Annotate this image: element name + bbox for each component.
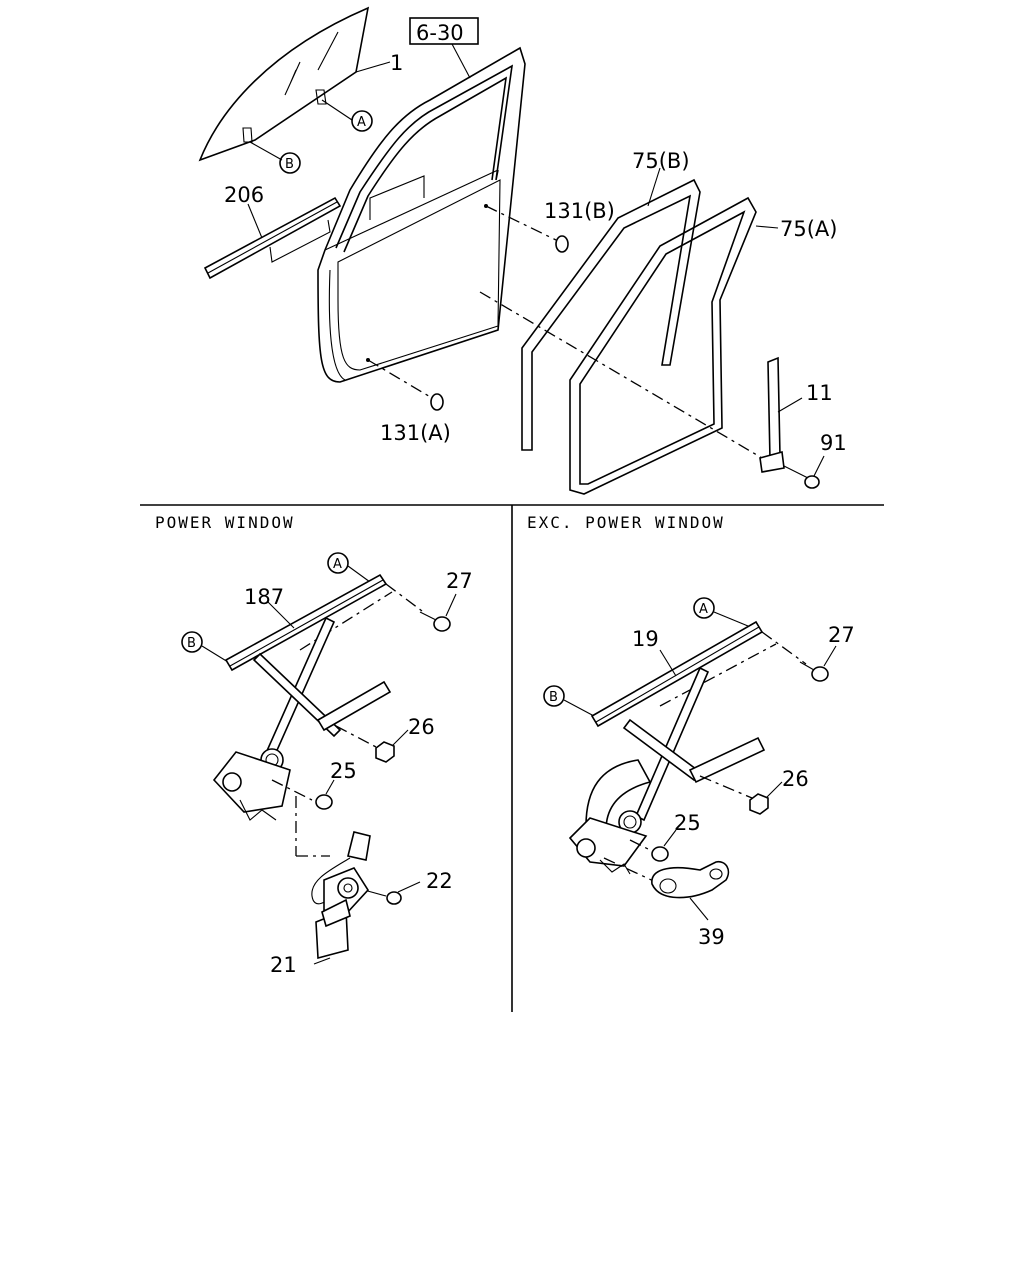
alignment-line (479, 291, 763, 459)
callout-b-top: B (279, 152, 301, 174)
svg-text:6-30: 6-30 (416, 21, 464, 45)
plug-131a (366, 358, 444, 411)
label-manual-bolt-25: 25 (674, 811, 701, 835)
callout-a-manual: A (693, 597, 749, 627)
door-panel (317, 46, 526, 383)
power-motor-21 (313, 867, 370, 965)
manual-nut-26 (699, 775, 783, 815)
label-weatherstrip-75a: 75(A) (780, 217, 837, 241)
label-power-nut-26: 26 (408, 715, 435, 739)
door-glass (198, 6, 391, 162)
label-glass: 1 (390, 51, 403, 75)
weatherstrip-75a (569, 196, 779, 495)
sash-channel (759, 356, 803, 473)
label-manual-regulator: 19 (632, 627, 659, 651)
label-plug-131a: 131(A) (380, 421, 451, 445)
door-assembly: 1 A B 6-30 (198, 6, 847, 495)
run-channel (203, 196, 342, 280)
label-sash: 11 (806, 381, 833, 405)
plug-131b (484, 204, 569, 253)
callout-a-power: A (327, 552, 371, 583)
svg-text:B: B (549, 690, 558, 705)
label-manual-bolt-27: 27 (828, 623, 855, 647)
reference-box: 6-30 (409, 17, 479, 79)
sash-screw (783, 455, 825, 489)
power-screw-22 (363, 881, 421, 905)
manual-bolt-27 (799, 645, 837, 682)
label-weatherstrip-75b: 75(B) (632, 149, 690, 173)
svg-text:A: A (699, 602, 708, 617)
svg-text:B: B (285, 157, 294, 172)
manual-window-heading: EXC. POWER WINDOW (527, 513, 725, 532)
power-bolt-27 (419, 593, 457, 632)
callout-b-manual: B (543, 685, 595, 717)
label-manual-handle-39: 39 (698, 925, 725, 949)
label-plug-131b: 131(B) (544, 199, 615, 223)
svg-text:A: A (357, 115, 366, 130)
power-window-heading: POWER WINDOW (155, 513, 295, 532)
label-power-regulator: 187 (244, 585, 284, 609)
label-power-bolt-27: 27 (446, 569, 473, 593)
callout-b-power: B (181, 631, 229, 663)
label-power-bolt-25: 25 (330, 759, 357, 783)
label-manual-nut-26: 26 (782, 767, 809, 791)
label-sash-screw: 91 (820, 431, 847, 455)
manual-window-section: EXC. POWER WINDOW A B 1 (527, 513, 855, 949)
manual-bolt-25 (629, 829, 677, 862)
svg-text:A: A (333, 557, 342, 572)
power-nut-26 (335, 725, 409, 763)
manual-regulator (568, 620, 807, 875)
manual-handle-39 (603, 857, 730, 921)
callout-a-top: A (351, 110, 373, 132)
svg-text:B: B (187, 636, 196, 651)
label-run-channel: 206 (224, 183, 264, 207)
power-window-section: POWER WINDOW A B 187 (155, 513, 473, 977)
label-power-screw-22: 22 (426, 869, 453, 893)
weatherstrip-75b (521, 167, 701, 451)
label-power-motor-21: 21 (270, 953, 297, 977)
power-regulator (212, 573, 427, 821)
power-bolt-25 (271, 779, 335, 810)
